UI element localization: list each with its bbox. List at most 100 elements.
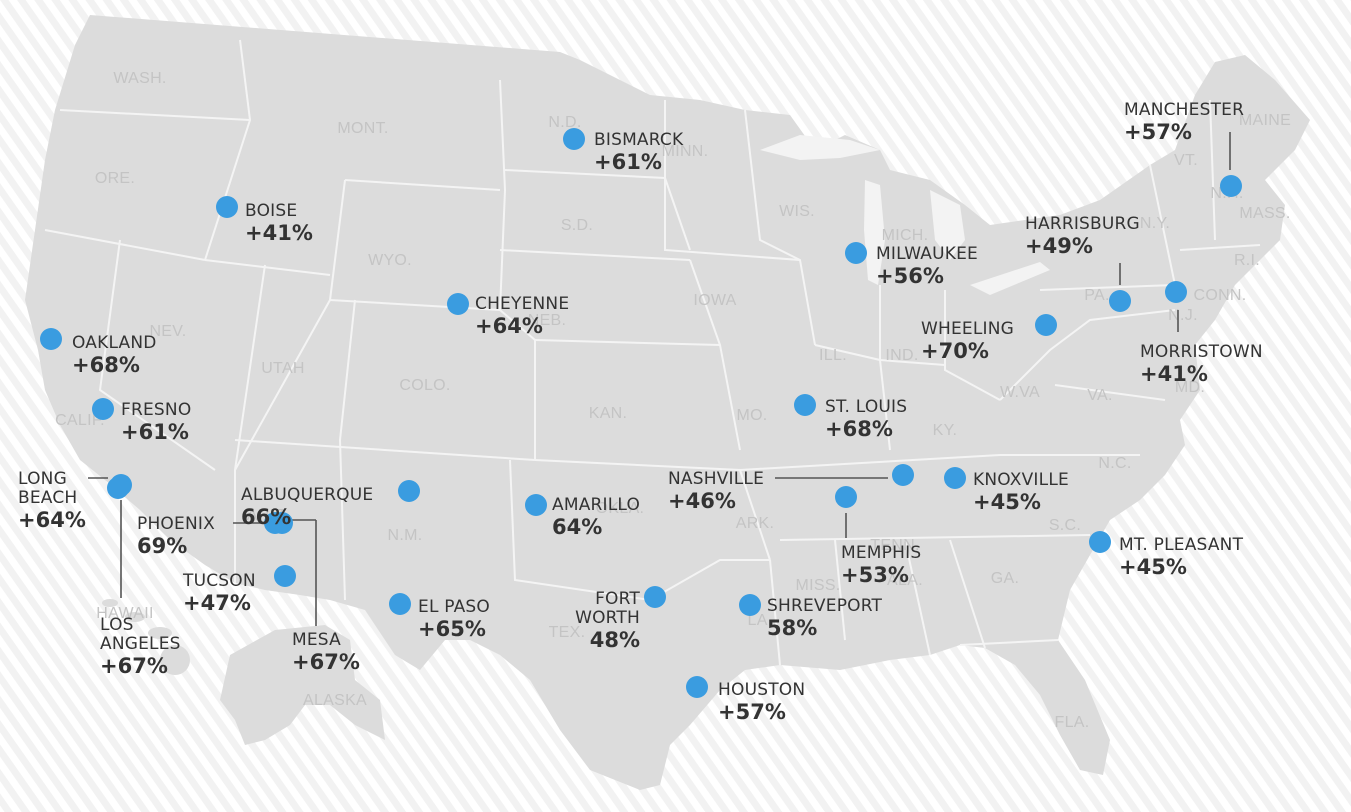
lake-huron	[930, 190, 965, 260]
state-label-la: LA.	[748, 612, 773, 629]
city-marker-wheeling[interactable]	[1035, 314, 1057, 336]
state-label-tenn: TENN.	[870, 537, 920, 554]
city-marker-fresno[interactable]	[92, 398, 114, 420]
hawaii-island-1	[102, 599, 118, 607]
state-label-ny: N.Y.	[1140, 215, 1170, 232]
alaska-landmass	[220, 625, 385, 745]
city-value-bismarck: +61%	[594, 150, 662, 174]
city-marker-houston[interactable]	[686, 676, 708, 698]
state-label-hawaii: HAWAII	[96, 605, 154, 622]
city-marker-morristown[interactable]	[1165, 281, 1187, 303]
state-label-wash: WASH.	[113, 70, 166, 87]
city-name-memphis: MEMPHIS	[841, 543, 921, 563]
city-name-shreveport: SHREVEPORT	[767, 596, 883, 616]
state-label-sc: S.C.	[1049, 517, 1081, 534]
city-value-tucson: +47%	[183, 591, 251, 615]
state-label-ill: ILL.	[819, 347, 847, 364]
state-label-ind: IND.	[885, 347, 918, 364]
city-marker-los-angeles[interactable]	[107, 477, 129, 499]
city-marker-harrisburg[interactable]	[1109, 290, 1131, 312]
city-marker-manchester[interactable]	[1220, 175, 1242, 197]
state-label-tex: TEX.	[549, 624, 586, 641]
state-label-fla: FLA.	[1055, 714, 1090, 731]
state-label-wis: WIS.	[779, 203, 815, 220]
city-marker-oakland[interactable]	[40, 328, 62, 350]
city-value-phoenix: 69%	[137, 534, 187, 558]
city-marker-knoxville[interactable]	[944, 467, 966, 489]
city-name-harrisburg: HARRISBURG	[1025, 214, 1140, 234]
city-marker-mt-pleasant[interactable]	[1089, 531, 1111, 553]
city-name-los-angeles-1: LOS	[100, 615, 134, 635]
city-value-morristown: +41%	[1140, 362, 1208, 386]
city-marker-tucson[interactable]	[274, 565, 296, 587]
city-value-nashville: +46%	[668, 489, 736, 513]
state-label-iowa: IOWA	[693, 292, 736, 309]
state-label-nd: N.D.	[548, 114, 581, 131]
state-label-nm: N.M.	[388, 527, 423, 544]
city-name-el-paso: EL PASO	[418, 597, 490, 617]
lake-michigan	[864, 180, 885, 285]
city-value-amarillo: 64%	[552, 515, 602, 539]
lake-erie	[970, 262, 1050, 295]
city-name-bismarck: BISMARCK	[594, 130, 684, 150]
city-marker-albuquerque[interactable]	[398, 480, 420, 502]
state-label-ala: ALA.	[887, 572, 923, 589]
city-marker-memphis[interactable]	[835, 486, 857, 508]
hawaii-island-2	[125, 612, 145, 622]
city-marker-amarillo[interactable]	[525, 494, 547, 516]
contiguous-us-landmass	[25, 15, 1310, 790]
city-marker-el-paso[interactable]	[389, 593, 411, 615]
state-borders	[44, 39, 1261, 666]
city-marker-bismarck[interactable]	[563, 128, 585, 150]
city-marker-st-louis[interactable]	[794, 394, 816, 416]
city-value-knoxville: +45%	[973, 490, 1041, 514]
city-value-fresno: +61%	[121, 420, 189, 444]
lake-superior	[760, 135, 880, 160]
state-label-mo: MO.	[736, 407, 767, 424]
state-labels: WASH.ORE.MONT.N.D.MINN.WIS.MICH.S.D.WYO.…	[55, 70, 1291, 731]
city-value-houston: +57%	[718, 700, 786, 724]
city-marker-cheyenne[interactable]	[447, 293, 469, 315]
city-value-mt-pleasant: +45%	[1119, 555, 1187, 579]
city-value-albuquerque: 66%	[241, 505, 291, 529]
state-label-mass: MASS.	[1239, 205, 1290, 222]
city-name-long-beach-1: LONG	[18, 469, 67, 489]
city-marker-shreveport[interactable]	[739, 594, 761, 616]
state-label-ga: GA.	[991, 570, 1019, 587]
city-marker-fort-worth[interactable]	[644, 586, 666, 608]
state-label-sd: S.D.	[561, 217, 593, 234]
city-marker-mesa[interactable]	[271, 512, 293, 534]
state-label-mich: MICH.	[882, 227, 929, 244]
city-name-nashville: NASHVILLE	[668, 469, 764, 489]
city-value-los-angeles: +67%	[100, 654, 168, 678]
state-label-nev: NEV.	[149, 323, 186, 340]
city-marker-milwaukee[interactable]	[845, 242, 867, 264]
city-value-wheeling: +70%	[921, 339, 989, 363]
land-layer	[25, 15, 1310, 790]
city-value-harrisburg: +49%	[1025, 234, 1093, 258]
city-name-boise: BOISE	[245, 201, 297, 221]
city-value-memphis: +53%	[841, 563, 909, 587]
city-name-houston: HOUSTON	[718, 680, 805, 700]
city-value-milwaukee: +56%	[876, 264, 944, 288]
city-markers	[40, 128, 1242, 698]
state-label-nc: N.C.	[1098, 455, 1131, 472]
state-label-calif: CALIF.	[55, 412, 105, 429]
city-value-st-louis: +68%	[825, 417, 893, 441]
state-label-alaska: ALASKA	[303, 692, 367, 709]
city-name-morristown: MORRISTOWN	[1140, 342, 1263, 362]
city-marker-nashville[interactable]	[892, 464, 914, 486]
state-label-ri: R.I.	[1234, 252, 1260, 269]
leader-lines	[88, 132, 1231, 626]
city-name-los-angeles-2: ANGELES	[100, 634, 181, 654]
city-name-oakland: OAKLAND	[72, 333, 157, 353]
state-label-utah: UTAH	[261, 360, 305, 377]
city-marker-boise[interactable]	[216, 196, 238, 218]
state-label-minn: MINN.	[662, 143, 709, 160]
state-label-md: MD.	[1175, 379, 1205, 396]
state-label-neb: NEB.	[528, 312, 567, 329]
city-value-mesa: +67%	[292, 650, 360, 674]
hawaii-island-3	[148, 627, 172, 639]
city-name-knoxville: KNOXVILLE	[973, 470, 1069, 490]
